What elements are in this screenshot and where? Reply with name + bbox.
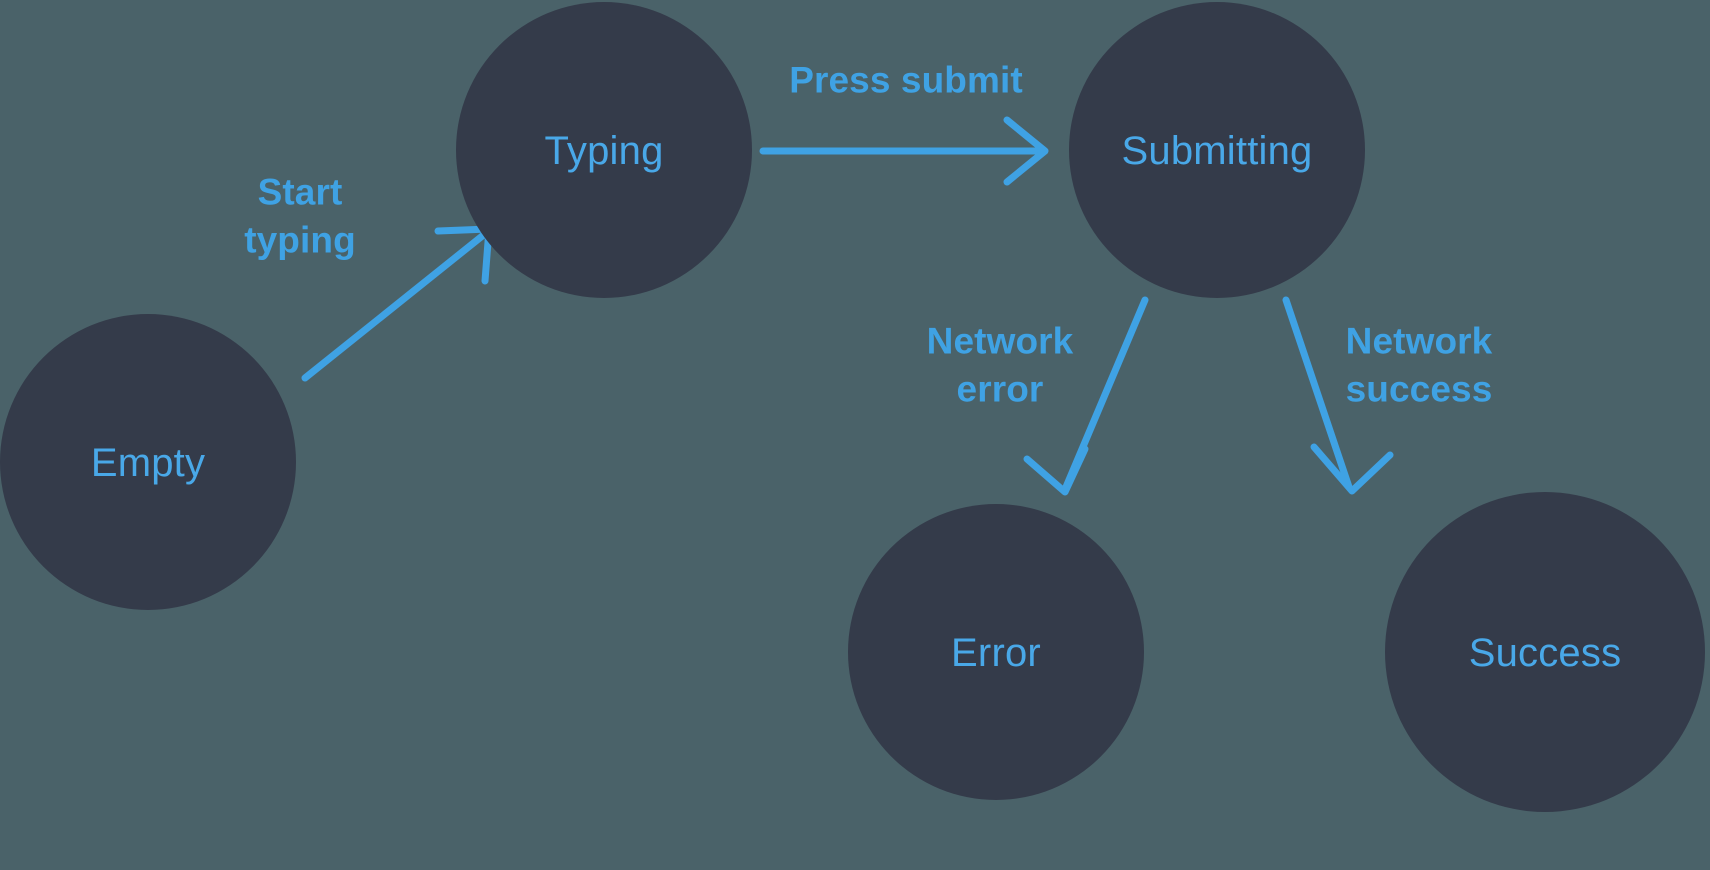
transition-press-submit[interactable] [759,116,1049,186]
transition-network-success-label-line-2: success [1346,369,1493,410]
transition-network-success-line [1282,296,1353,491]
state-node-submitting-circle [1069,2,1365,298]
transition-network-success-arrowhead [1310,443,1394,495]
state-node-empty-label: Empty [91,441,205,485]
transition-press-submit-arrowhead [1003,116,1049,186]
transition-network-error-arrowhead [1023,445,1089,496]
state-node-error-circle [848,504,1144,800]
transition-start-typing-label-line-1: Start [258,172,343,213]
state-node-typing-circle [456,2,752,298]
transition-start-typing-label: Start typing [244,172,356,261]
transition-network-success[interactable] [1282,296,1394,495]
state-node-success-label: Success [1469,631,1622,675]
transition-network-error[interactable] [1023,296,1149,496]
state-node-typing-label: Typing [544,129,663,173]
transition-network-success-label-line-1: Network [1346,321,1493,362]
state-node-submitting[interactable]: Submitting [1069,2,1365,298]
transition-network-error-label-line-1: Network [927,321,1074,362]
state-node-typing[interactable]: Typing [456,2,752,298]
transition-network-success-label: Network success [1346,321,1493,410]
state-node-error[interactable]: Error [848,504,1144,800]
state-node-submitting-label: Submitting [1122,129,1313,173]
transition-start-typing-line [301,229,490,382]
state-node-empty[interactable]: Empty [0,314,296,610]
transition-press-submit-label-line-1: Press submit [789,60,1023,101]
state-node-success-circle [1385,492,1705,812]
state-node-error-label: Error [951,631,1041,675]
transition-press-submit-label: Press submit [789,60,1023,101]
transition-network-error-label: Network error [927,321,1074,410]
transition-start-typing-label-line-2: typing [244,220,356,261]
state-node-empty-circle [0,314,296,610]
state-node-success[interactable]: Success [1385,492,1705,812]
transition-network-error-label-line-2: error [957,369,1044,410]
